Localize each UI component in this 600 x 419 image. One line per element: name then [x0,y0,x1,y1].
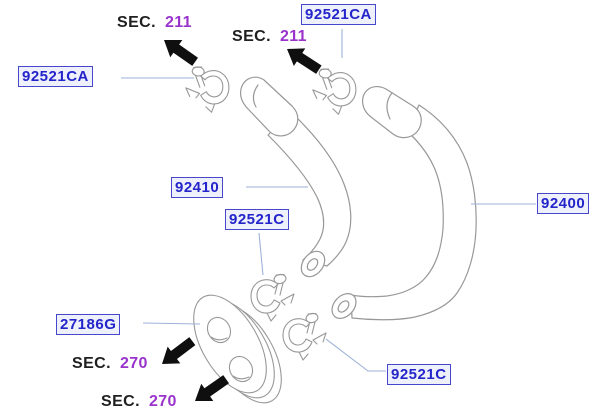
part-label-92521c-bottom[interactable]: 92521C [387,364,451,385]
part-label-27186g[interactable]: 27186G [56,314,121,335]
leader-line-27186g [142,322,201,325]
section-ref-270-upper[interactable]: SEC. 270 [72,355,148,373]
part-label-92400[interactable]: 92400 [537,193,590,214]
section-ref-number: 211 [279,28,307,45]
section-ref-number: 270 [119,355,148,372]
clamp-92521c-middle-drawing [250,272,295,322]
leader-line-92521c-middle [258,232,264,276]
section-ref-prefix: SEC. [232,28,271,45]
hose-92400-drawing [331,85,477,321]
clamp-92521c-bottom-drawing [282,311,327,361]
part-label-92521ca-top[interactable]: 92521CA [301,4,376,25]
hose-92410-drawing [240,76,352,278]
section-ref-prefix: SEC. [101,393,140,410]
part-label-92410[interactable]: 92410 [171,177,224,198]
leader-line-92521c-bottom [325,338,386,372]
section-ref-prefix: SEC. [72,355,111,372]
section-ref-number: 270 [148,393,177,410]
grommet-drawing [193,294,282,404]
section-ref-number: 211 [164,14,192,31]
section-ref-prefix: SEC. [117,14,156,31]
section-ref-211-left[interactable]: SEC. 211 [117,14,192,32]
section-ref-211-right[interactable]: SEC. 211 [232,28,307,46]
sec-211-right-arrow-icon [287,48,322,74]
clamp-92521ca-left-drawing [183,62,232,116]
part-label-92521ca-left[interactable]: 92521CA [18,66,93,87]
sec-270-lower-arrow-icon [195,375,229,401]
section-ref-270-lower[interactable]: SEC. 270 [101,393,177,411]
sec-270-upper-arrow-icon [162,337,196,364]
sec-211-left-arrow-icon [164,40,198,66]
part-label-92521c-middle[interactable]: 92521C [225,209,289,230]
clamp-92521ca-top-drawing [310,64,359,118]
